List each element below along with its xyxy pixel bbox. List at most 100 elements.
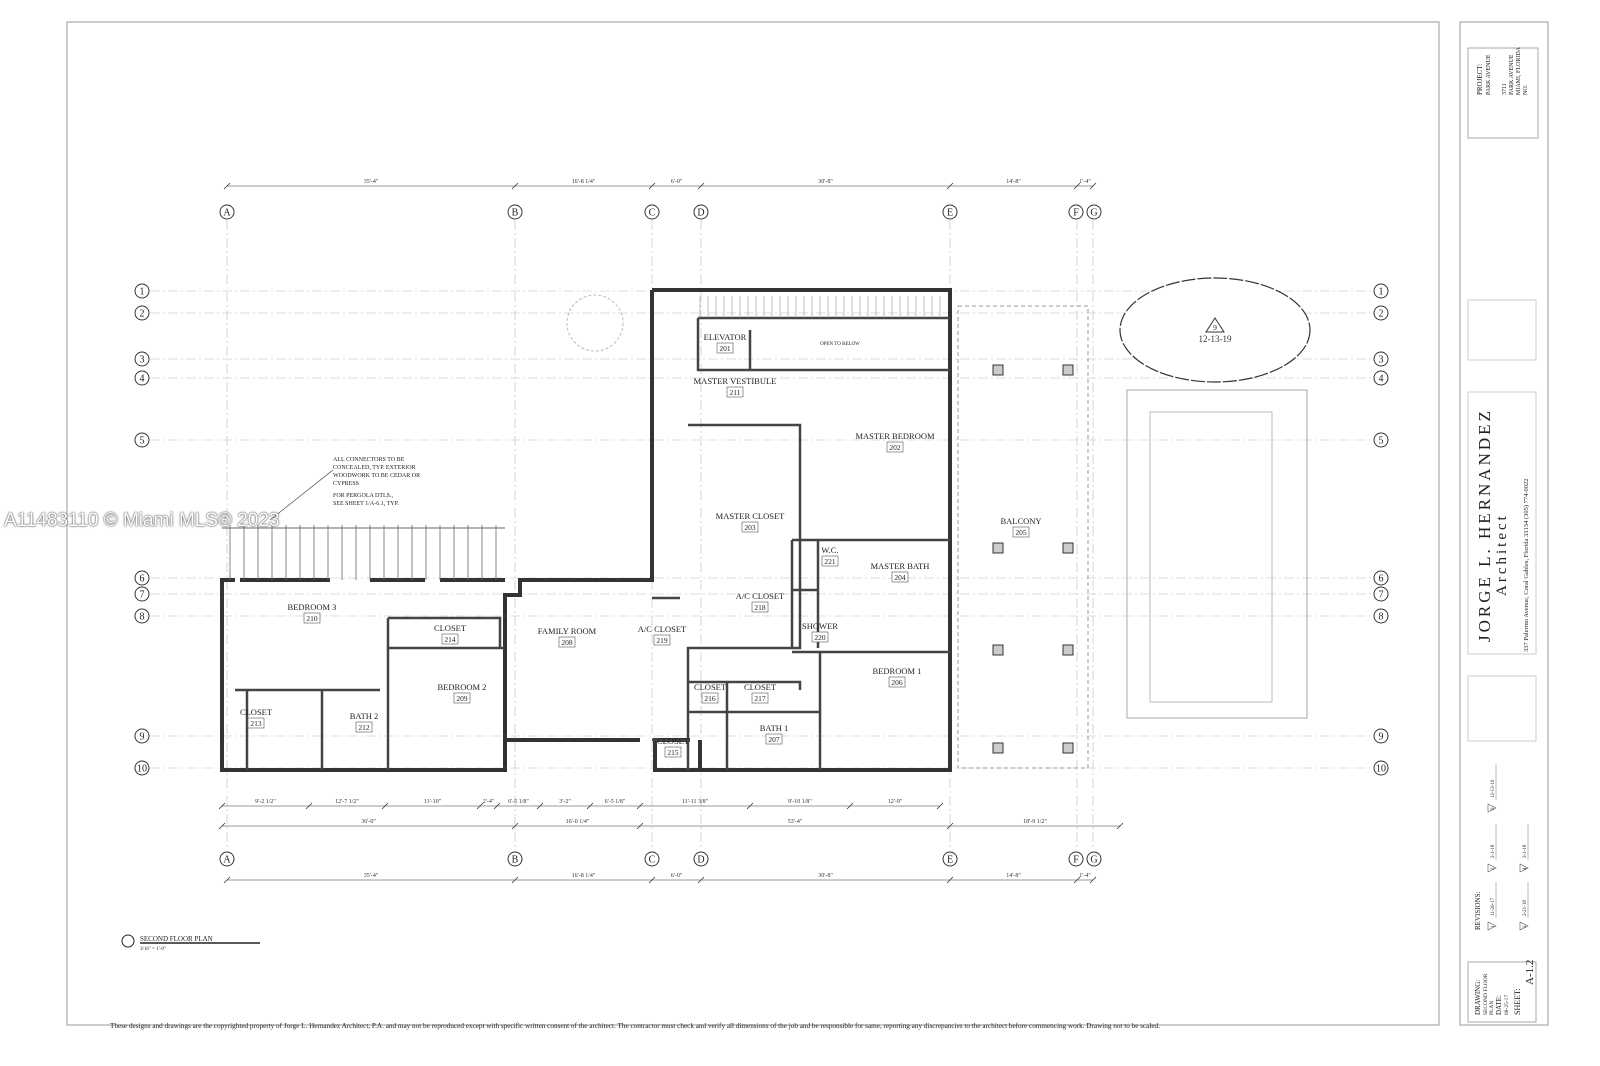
dimension-tick — [536, 802, 544, 810]
dimension-label: 16'-0 1/4" — [566, 819, 590, 825]
room-number-box — [751, 692, 769, 704]
svg-text:12-13-19: 12-13-19 — [1199, 334, 1232, 344]
grid-column-label: E — [947, 208, 953, 219]
grid-row-label: 10 — [137, 764, 147, 775]
dimension-label: 6'-5 1/8" — [508, 799, 529, 805]
dimension-label: 30'-8" — [818, 873, 833, 879]
svg-text:A-1.2: A-1.2 — [1524, 960, 1536, 985]
room-name: W.C. — [821, 545, 838, 555]
dimension-tick — [636, 822, 644, 830]
section-marker-icon — [121, 934, 135, 948]
svg-text:ALL CONNECTORS TO BE: ALL CONNECTORS TO BE — [333, 457, 405, 463]
mls-watermark: A11483110 © Miami MLS® 2023 — [4, 510, 280, 531]
svg-text:REVISIONS:: REVISIONS: — [1474, 891, 1482, 930]
dimension-tick — [746, 802, 754, 810]
room-number-box — [441, 633, 459, 645]
svg-text:3711: 3711 — [1502, 83, 1508, 95]
room-number: 202 — [889, 443, 901, 452]
revision-number: 9 — [1491, 807, 1496, 810]
balcony-column — [1062, 644, 1074, 656]
dimension-label: 36'-0" — [361, 819, 376, 825]
grid-bubble — [134, 370, 150, 386]
revision-triangle-icon — [1487, 863, 1497, 873]
svg-text:3/16" = 1'-0": 3/16" = 1'-0" — [140, 947, 166, 952]
svg-text:MIAMI, FLORIDA: MIAMI, FLORIDA — [1516, 46, 1522, 95]
dimension-label: 30'-8" — [818, 179, 833, 185]
svg-text:08-25-17: 08-25-17 — [1504, 995, 1510, 1015]
revision-triangle-icon — [1519, 863, 1529, 873]
grid-bubble — [942, 851, 958, 867]
dimension-tick — [305, 802, 313, 810]
grid-bubble — [219, 204, 235, 220]
balcony-columns — [992, 364, 1074, 754]
wall — [388, 616, 502, 648]
grid-row-label: 4 — [140, 374, 145, 385]
pool-outline — [1126, 389, 1308, 719]
grid-row-label: 6 — [140, 574, 145, 585]
revision-number: 2 — [1491, 867, 1496, 870]
balcony-column — [992, 644, 1004, 656]
grid-bubble — [134, 432, 150, 448]
dimension-tick — [636, 802, 644, 810]
grid-bubble — [1373, 370, 1389, 386]
grid-row-label: 10 — [1376, 764, 1386, 775]
dimension-tick — [218, 802, 226, 810]
room-number-box — [741, 521, 759, 533]
dimension-tick — [697, 182, 705, 190]
room-name: A/C CLOSET — [736, 591, 785, 601]
room-number: 213 — [250, 719, 262, 728]
revision-triangle-icon — [1205, 317, 1225, 333]
room-number-box — [1012, 526, 1030, 538]
dimension-label: 6'-0" — [671, 179, 683, 185]
room-name: BEDROOM 3 — [288, 602, 337, 612]
revision-date: 2-1-18 — [1491, 844, 1496, 858]
room-number: 218 — [754, 603, 766, 612]
grid-bubble — [693, 851, 709, 867]
grid-bubble — [693, 204, 709, 220]
room-number-box — [355, 721, 373, 733]
dimension-label: 9'-2 1/2" — [255, 799, 276, 805]
svg-text:SEE SHEET 1/A-6.1, TYP.: SEE SHEET 1/A-6.1, TYP. — [333, 501, 399, 507]
dimension-tick — [946, 822, 954, 830]
room-number: 207 — [768, 735, 780, 744]
svg-text:JORGE L. HERNANDEZ: JORGE L. HERNANDEZ — [1475, 408, 1494, 642]
grid-bubble — [507, 851, 523, 867]
room-number: 203 — [744, 523, 756, 532]
room-number: 221 — [824, 557, 836, 566]
wall — [220, 290, 654, 772]
grid-bubble — [1373, 760, 1389, 776]
grid-row-label: 4 — [1379, 374, 1384, 385]
dimension-tick — [511, 876, 519, 884]
revision-date: 3-1-18 — [1523, 844, 1528, 858]
room-number: 216 — [704, 694, 716, 703]
dimension-tick — [846, 802, 854, 810]
room-number: 214 — [444, 635, 456, 644]
grid-bubble — [1068, 851, 1084, 867]
dimension-label: 6'-5 1/8" — [605, 799, 626, 805]
room-name: A/C CLOSET — [638, 624, 687, 634]
room-name: MASTER BEDROOM — [855, 431, 935, 441]
room-number: 215 — [667, 748, 679, 757]
dimension-tick — [218, 822, 226, 830]
room-number-box — [891, 571, 909, 583]
room-number-box — [751, 601, 769, 613]
grid-bubble — [644, 204, 660, 220]
grid-bubble — [134, 586, 150, 602]
dimension-tick — [648, 876, 656, 884]
room-number: 212 — [358, 723, 370, 732]
grid-column-label: C — [649, 208, 656, 219]
room-number-box — [303, 612, 321, 624]
room-number-box — [886, 441, 904, 453]
svg-text:SHEET:: SHEET: — [1513, 988, 1522, 1015]
dimension-label: 6'-0" — [671, 873, 683, 879]
room-name: BEDROOM 1 — [873, 666, 922, 676]
revision-date: 12-13-19 — [1491, 779, 1496, 798]
wall — [688, 680, 802, 690]
grid-bubble — [507, 204, 523, 220]
svg-text:Architect: Architect — [1494, 513, 1510, 596]
grid-row-label: 8 — [140, 612, 145, 623]
balcony-column — [992, 542, 1004, 554]
grid-row-label: 1 — [140, 287, 145, 298]
room-number-box — [888, 676, 906, 688]
